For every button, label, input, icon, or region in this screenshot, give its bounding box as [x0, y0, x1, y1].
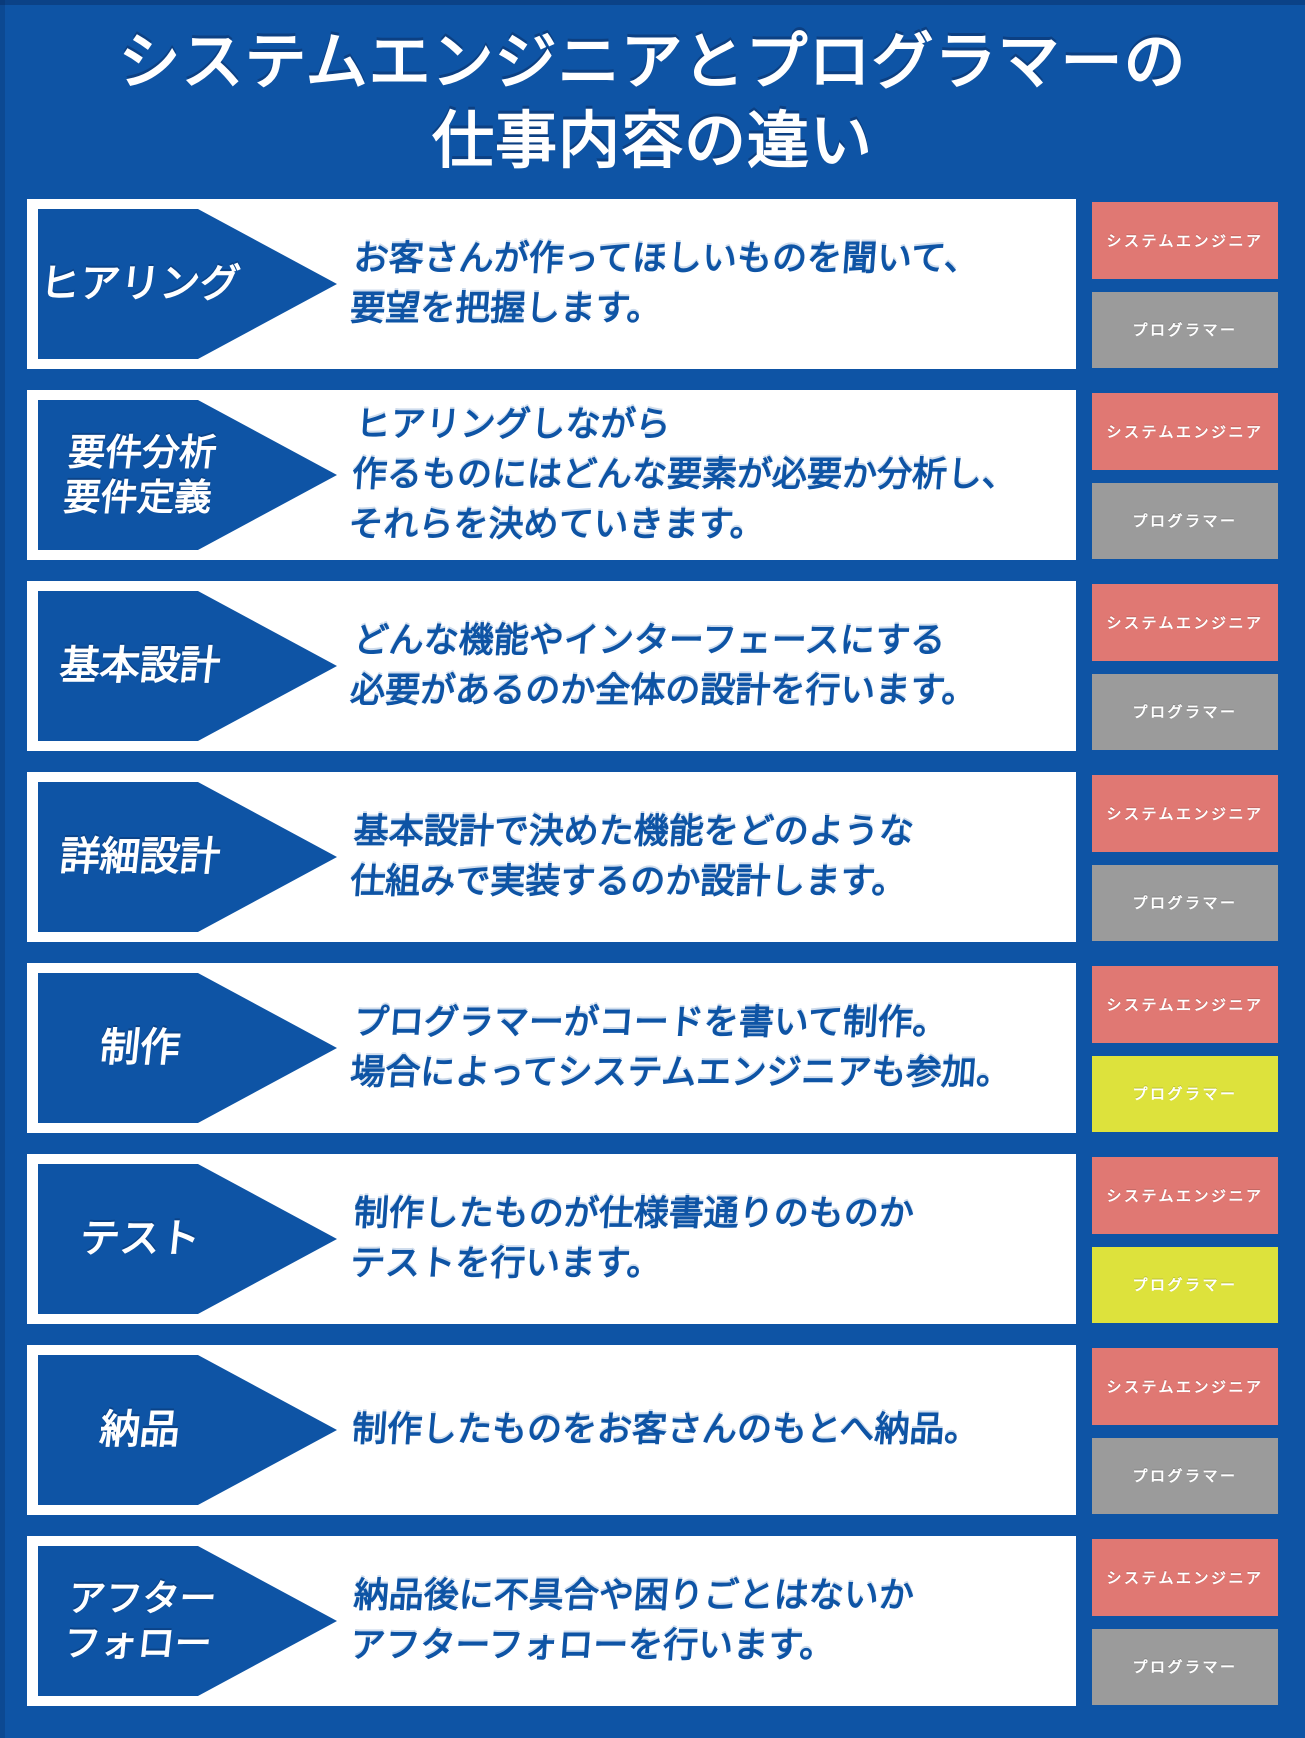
process-row: 納品 制作したものをお客さんのもとへ納品。 システムエンジニア プログラマー [27, 1345, 1278, 1515]
stage-label: 基本設計 [57, 643, 223, 688]
stage-arrow-shape: 詳細設計 [38, 782, 337, 932]
process-row: 要件分析要件定義 ヒアリングしながら作るものにはどんな要素が必要か分析し、それら… [27, 390, 1278, 560]
stage-arrow-shape: ヒアリング [38, 209, 337, 359]
pg-badge: プログラマー [1092, 482, 1278, 559]
pg-badge-label: プログラマー [1132, 1659, 1238, 1677]
process-card: ヒアリング お客さんが作ってほしいものを聞いて、要望を把握します。 [27, 199, 1076, 369]
stage-description: 制作したものをお客さんのもとへ納品。 [350, 1410, 981, 1450]
role-badges: システムエンジニア プログラマー [1092, 1345, 1278, 1515]
se-badge-label: システムエンジニア [1106, 1378, 1264, 1396]
page-title-line2: 仕事内容の違い [431, 106, 873, 176]
se-badge-label: システムエンジニア [1106, 996, 1264, 1014]
se-badge: システムエンジニア [1092, 1539, 1278, 1616]
se-badge-label: システムエンジニア [1106, 614, 1264, 632]
process-card: アフターフォロー 納品後に不具合や困りごとはないかアフターフォローを行います。 [27, 1536, 1076, 1706]
rows: ヒアリング お客さんが作ってほしいものを聞いて、要望を把握します。 システムエン… [27, 199, 1278, 1706]
process-row: テスト 制作したものが仕様書通りのものかテストを行います。 システムエンジニア … [27, 1154, 1278, 1324]
stage-arrow-shape: 基本設計 [38, 591, 337, 741]
se-badge: システムエンジニア [1092, 775, 1278, 852]
se-badge: システムエンジニア [1092, 1157, 1278, 1234]
stage-label: テスト [77, 1216, 203, 1261]
stage-arrow-shape: 要件分析要件定義 [38, 400, 337, 550]
process-card: 要件分析要件定義 ヒアリングしながら作るものにはどんな要素が必要か分析し、それら… [27, 390, 1076, 560]
stage-label: アフターフォロー [61, 1577, 219, 1664]
role-badges: システムエンジニア プログラマー [1092, 199, 1278, 369]
stage-arrow-shape: テスト [38, 1164, 337, 1314]
pg-badge: プログラマー [1092, 864, 1278, 941]
pg-badge-label: プログラマー [1132, 895, 1238, 913]
pg-badge-label: プログラマー [1132, 704, 1238, 722]
pg-badge-label: プログラマー [1132, 1468, 1238, 1486]
se-badge-label: システムエンジニア [1106, 232, 1264, 250]
pg-badge-label: プログラマー [1132, 1086, 1238, 1104]
role-badges: システムエンジニア プログラマー [1092, 963, 1278, 1133]
stage-description: お客さんが作ってほしいものを聞いて、要望を把握します。 [348, 239, 981, 328]
process-row: 詳細設計 基本設計で決めた機能をどのような仕組みで実装するのか設計します。 シス… [27, 772, 1278, 942]
stage-label: 制作 [97, 1025, 183, 1070]
se-badge: システムエンジニア [1092, 393, 1278, 470]
se-badge-label: システムエンジニア [1106, 1187, 1264, 1205]
page-title: システムエンジニアとプログラマーの 仕事内容の違い [0, 0, 1305, 199]
stage-label: 詳細設計 [57, 834, 223, 879]
pg-badge: プログラマー [1092, 1628, 1278, 1705]
se-badge-label: システムエンジニア [1106, 805, 1264, 823]
se-badge: システムエンジニア [1092, 1348, 1278, 1425]
pg-badge: プログラマー [1092, 1055, 1278, 1132]
pg-badge-label: プログラマー [1132, 513, 1238, 531]
se-badge: システムエンジニア [1092, 584, 1278, 661]
pg-badge: プログラマー [1092, 673, 1278, 750]
se-badge-label: システムエンジニア [1106, 1569, 1264, 1587]
se-badge: システムエンジニア [1092, 202, 1278, 279]
process-card: 制作 プログラマーがコードを書いて制作。場合によってシステムエンジニアも参加。 [27, 963, 1076, 1133]
pg-badge: プログラマー [1092, 1437, 1278, 1514]
stage-description: 基本設計で決めた機能をどのような仕組みで実装するのか設計します。 [348, 812, 916, 901]
process-card: テスト 制作したものが仕様書通りのものかテストを行います。 [27, 1154, 1076, 1324]
process-row: アフターフォロー 納品後に不具合や困りごとはないかアフターフォローを行います。 … [27, 1536, 1278, 1706]
stage-description: どんな機能やインターフェースにする必要があるのか全体の設計を行います。 [348, 621, 979, 710]
se-badge-label: システムエンジニア [1106, 423, 1264, 441]
pg-badge-label: プログラマー [1132, 1277, 1238, 1295]
pg-badge: プログラマー [1092, 1246, 1278, 1323]
stage-description: 制作したものが仕様書通りのものかテストを行います。 [348, 1194, 916, 1283]
role-badges: システムエンジニア プログラマー [1092, 390, 1278, 560]
stage-label: 要件分析要件定義 [61, 431, 219, 518]
role-badges: システムエンジニア プログラマー [1092, 772, 1278, 942]
pg-badge-label: プログラマー [1132, 322, 1238, 340]
stage-label: 納品 [97, 1407, 183, 1452]
role-badges: システムエンジニア プログラマー [1092, 581, 1278, 751]
process-card: 納品 制作したものをお客さんのもとへ納品。 [27, 1345, 1076, 1515]
stage-arrow-shape: 納品 [38, 1355, 337, 1505]
stage-description: プログラマーがコードを書いて制作。場合によってシステムエンジニアも参加。 [348, 1003, 1013, 1092]
role-badges: システムエンジニア プログラマー [1092, 1154, 1278, 1324]
process-card: 詳細設計 基本設計で決めた機能をどのような仕組みで実装するのか設計します。 [27, 772, 1076, 942]
stage-description: 納品後に不具合や困りごとはないかアフターフォローを行います。 [348, 1576, 916, 1665]
page-title-line1: システムエンジニアとプログラマーの [118, 28, 1187, 98]
role-badges: システムエンジニア プログラマー [1092, 1536, 1278, 1706]
stage-arrow-shape: アフターフォロー [38, 1546, 337, 1696]
stage-arrow-shape: 制作 [38, 973, 337, 1123]
process-card: 基本設計 どんな機能やインターフェースにする必要があるのか全体の設計を行います。 [27, 581, 1076, 751]
process-row: 制作 プログラマーがコードを書いて制作。場合によってシステムエンジニアも参加。 … [27, 963, 1278, 1133]
se-badge: システムエンジニア [1092, 966, 1278, 1043]
process-row: ヒアリング お客さんが作ってほしいものを聞いて、要望を把握します。 システムエン… [27, 199, 1278, 369]
stage-label: ヒアリング [37, 261, 243, 306]
pg-badge: プログラマー [1092, 291, 1278, 368]
process-row: 基本設計 どんな機能やインターフェースにする必要があるのか全体の設計を行います。… [27, 581, 1278, 751]
stage-description: ヒアリングしながら作るものにはどんな要素が必要か分析し、それらを決めていきます。 [347, 405, 1019, 544]
